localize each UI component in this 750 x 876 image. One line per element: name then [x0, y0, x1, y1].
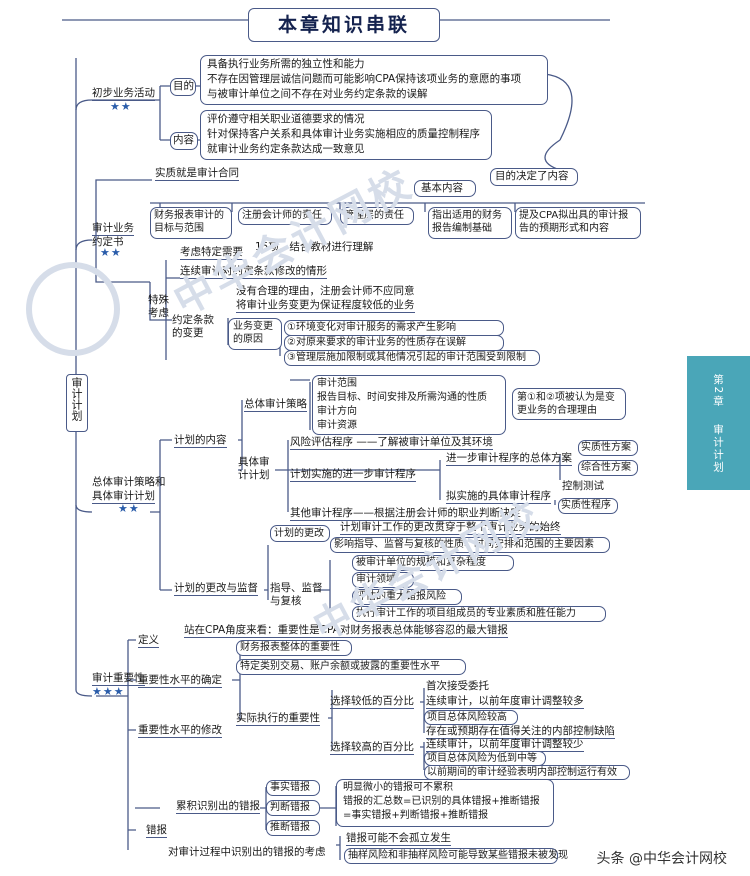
- basic-item-5: 提及CPA拟出具的审计报告的预期形式和内容: [515, 207, 641, 239]
- change-line-1: 没有合理的理由，注册会计师不应同意: [236, 285, 415, 297]
- purpose-box: 具备执行业务所需的独立性和能力 不存在因管理层诚信问题而可能影响CPA保持该项业…: [200, 55, 548, 105]
- supervise-head: 影响指导、监督与复核的性质、时间安排和范围的主要因素: [330, 537, 610, 553]
- high-pct-label: 选择较高的百分比: [330, 741, 414, 755]
- chapter-side-tab[interactable]: 第2章 审计计划: [687, 356, 750, 490]
- basic-item-4: 指出适用的财务报告编制基础: [428, 207, 512, 239]
- change-label: 约定条款的变更: [172, 314, 214, 339]
- section3-stars: ★★: [118, 502, 140, 515]
- basic-item-1: 财务报表审计的目标与范围: [150, 207, 232, 239]
- high-item-2: 项目总体风险为低到中等: [424, 751, 546, 766]
- section3-label-2: 具体审计计划: [92, 490, 155, 504]
- essence-text: 实质就是审计合同: [155, 167, 239, 181]
- type-2: 判断错报: [266, 800, 320, 816]
- other-procedure: 其他审计程序——根据注册会计师的职业判断决定: [290, 507, 521, 521]
- section1-label: 初步业务活动: [92, 87, 155, 101]
- accumulate-label: 累积识别出的错报: [176, 800, 260, 814]
- definition-text: 站在CPA角度来看：重要性是CPA对财务报表总体能够容忍的最大错报: [184, 624, 508, 638]
- change-text: 计划审计工作的更改贯穿于整个审计业务的始终: [340, 521, 561, 535]
- overall-plan-item-1: 实质性方案: [578, 440, 638, 456]
- special-label: 特殊考虑: [148, 294, 169, 319]
- section2-stars: ★★: [100, 246, 122, 259]
- basic-item-3: 管理层的责任: [340, 207, 414, 225]
- chapter-topic: 审计计划: [712, 424, 724, 474]
- purpose-item-3: 与被审计单位之间不存在对业务约定条款的误解: [207, 88, 428, 100]
- definition-label: 定义: [138, 634, 159, 648]
- supervise-item-3: 评估的重大错报风险: [352, 589, 462, 605]
- low-item-4: 存在或预期存在值得关注的内部控制缺陷: [426, 725, 615, 739]
- root-label: 审计计划: [70, 377, 83, 421]
- root-node: 审计计划: [66, 374, 88, 432]
- purpose-label: 目的: [173, 80, 194, 92]
- consider-item-1: 错报可能不会孤立发生: [346, 832, 451, 846]
- overall-strategy-label: 总体审计策略: [244, 398, 307, 412]
- low-item-3: 项目总体风险较高: [424, 710, 518, 725]
- content-item-1: 评价遵守相关职业道德要求的情况: [207, 113, 365, 125]
- practical-materiality: 实际执行的重要性: [236, 712, 320, 726]
- purpose-note: 目的决定了内容: [490, 168, 578, 186]
- section3-label-1: 总体审计策略和: [92, 476, 166, 488]
- determine-item-2: 特定类别交易、账户余额或披露的重要性水平: [236, 659, 466, 675]
- detail-plan: 拟实施的具体审计程序: [446, 490, 551, 504]
- purpose-node: 目的: [170, 78, 196, 96]
- type-1: 事实错报: [266, 780, 320, 796]
- plan-content-label: 计划的内容: [174, 434, 227, 448]
- risk-procedure: 风险评估程序 ——了解被审计单位及其环境: [290, 436, 493, 450]
- change-line-2: 将审计业务变更为保证程度较低的业务: [236, 299, 415, 313]
- supervise-item-4: 执行审计工作的项目组成员的专业素质和胜任能力: [352, 606, 606, 622]
- special-needs: 考虑特定需要: [180, 246, 243, 260]
- determine-item-1: 财务报表整体的重要性: [236, 640, 352, 656]
- basic-content-node: 基本内容: [414, 180, 476, 197]
- further-procedure: 计划实施的进一步审计程序: [290, 468, 416, 482]
- overall-plan-item-2: 综合性方案: [578, 460, 638, 476]
- page-title: 本章知识串联: [248, 8, 440, 42]
- change-node: 计划的更改: [270, 525, 330, 542]
- section4-stars: ★★★: [92, 685, 125, 698]
- revise-label: 重要性水平的修改: [138, 724, 222, 738]
- content-label: 内容: [173, 134, 194, 146]
- reason-3: ③管理层施加限制或其他情况引起的审计范围受到限制: [284, 350, 540, 366]
- section2-label-2: 约定书: [92, 236, 124, 248]
- reasons-note: 第①和②项被认为是变更业务的合理理由: [512, 388, 626, 420]
- supervise-item-1: 被审计单位的规模和复杂程度: [352, 555, 514, 571]
- reasons-node: 业务变更的原因: [228, 318, 282, 350]
- content-item-2: 针对保持客户关系和具体审计业务实施相应的质量控制程序: [207, 128, 480, 140]
- overall-strategy-box: 审计范围 报告目标、时间安排及所需沟通的性质 审计方向 审计资源: [312, 375, 506, 435]
- low-pct-label: 选择较低的百分比: [330, 695, 414, 709]
- high-item-3: 以前期间的审计经验表明内部控制运行有效: [424, 765, 630, 780]
- overall-plan: 进一步审计程序的总体方案: [446, 452, 572, 466]
- content-item-3: 就审计业务约定条款达成一致意见: [207, 143, 365, 155]
- watermark-logo-icon: [26, 262, 120, 356]
- special-continuous: 连续审计对约定条款修改的情形: [180, 265, 327, 279]
- basic-item-2: 注册会计师的责任: [238, 207, 332, 225]
- specific-plan-label: 具体审计计划: [238, 456, 270, 481]
- supervise-item-2: 审计领域: [352, 572, 414, 588]
- consider-label: 对审计过程中识别出的错报的考虑: [168, 846, 326, 858]
- purpose-item-1: 具备执行业务所需的独立性和能力: [207, 58, 365, 70]
- formula-box: 明显微小的错报可不累积 错报的汇总数=已识别的具体错报+推断错报 =事实错报+判…: [336, 779, 554, 827]
- chapter-number: 第2章: [712, 374, 724, 408]
- detail-plan-item-2: 实质性程序: [558, 498, 618, 514]
- footer-credit: 头条 @中华会计网校: [593, 848, 730, 868]
- consider-item-2: 抽样风险和非抽样风险可能导致某些错报未被发现: [344, 848, 568, 864]
- content-node: 内容: [170, 132, 198, 150]
- section2-label-1: 审计业务: [92, 222, 134, 236]
- detail-plan-item-1: 控制测试: [562, 480, 604, 492]
- section1-stars: ★★: [110, 100, 132, 113]
- high-item-1: 连续审计，以前年度审计调整较少: [426, 738, 584, 752]
- purpose-item-2: 不存在因管理层诚信问题而可能影响CPA保持该项业务的意愿的事项: [207, 73, 522, 85]
- changes-label: 计划的更改与监督: [174, 582, 258, 596]
- low-item-1: 首次接受委托: [426, 680, 489, 692]
- special-needs-note: 15项，结合教材进行理解: [255, 241, 374, 253]
- low-item-2: 连续审计，以前年度审计调整较多: [426, 695, 584, 709]
- type-3: 推断错报: [266, 820, 320, 836]
- misstatement-label: 错报: [146, 824, 167, 838]
- reason-2: ②对原来要求的审计业务的性质存在误解: [284, 335, 504, 351]
- header: 本章知识串联: [60, 8, 610, 42]
- section4-label: 审计重要性: [92, 672, 145, 686]
- determine-label: 重要性水平的确定: [138, 674, 222, 688]
- supervise-label: 指导、监督与复核: [270, 582, 323, 607]
- content-box: 评价遵守相关职业道德要求的情况 针对保持客户关系和具体审计业务实施相应的质量控制…: [200, 110, 492, 160]
- reason-1: ①环境变化对审计服务的需求产生影响: [284, 320, 504, 336]
